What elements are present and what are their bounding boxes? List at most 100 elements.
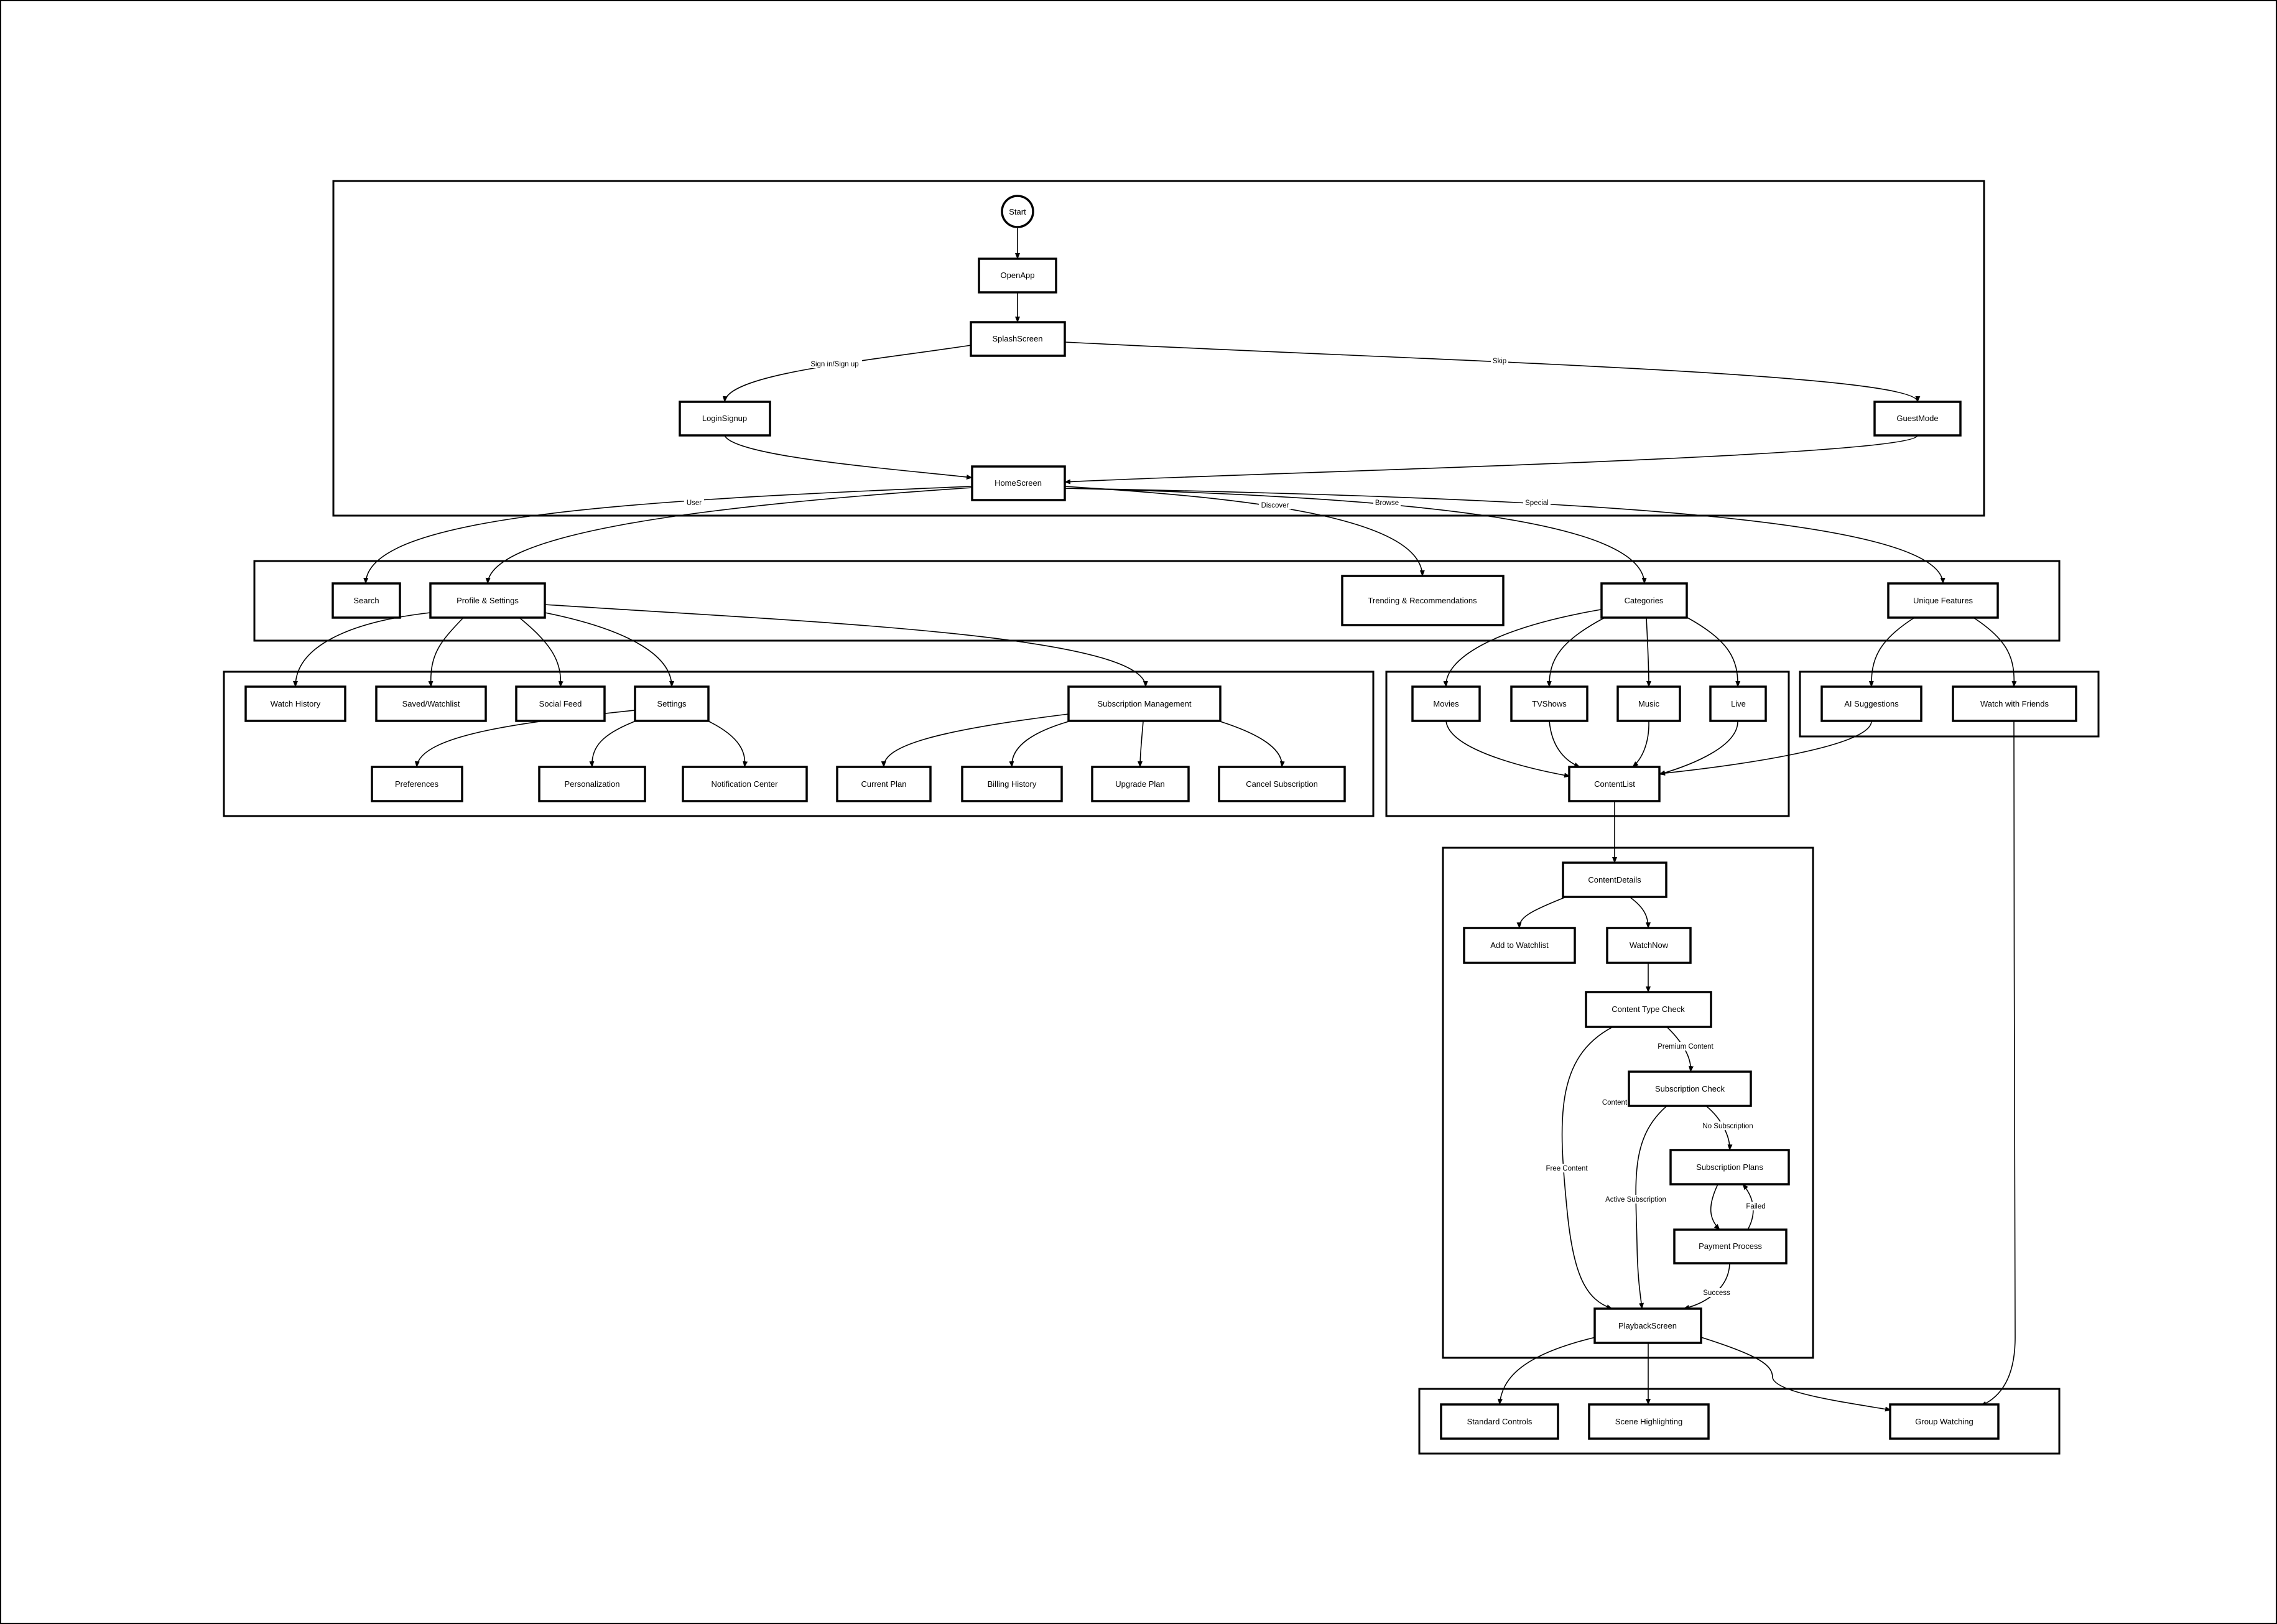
node-ai-suggestions[interactable]: AI Suggestions	[1820, 685, 1922, 722]
label-active-subscription: Active Subscription	[1605, 1196, 1666, 1204]
label-sign-in: Sign in/Sign up	[810, 361, 858, 368]
edge-subscription-cancel	[1220, 721, 1285, 768]
node-social-feed[interactable]: Social Feed	[515, 685, 606, 722]
edge-home-categories	[1064, 488, 1647, 584]
edge-guest-home	[1064, 435, 1918, 485]
node-billing-history[interactable]: Billing History	[961, 766, 1063, 802]
edge-subscription-currentplan	[881, 713, 1069, 768]
node-categories[interactable]: Categories	[1600, 582, 1688, 619]
node-current-plan[interactable]: Current Plan	[836, 766, 932, 802]
edge-typecheck-playback-free	[1561, 1026, 1613, 1309]
edge-settings-notification	[708, 721, 748, 768]
content-flow-group	[1442, 847, 1814, 1359]
node-personalization[interactable]: Personalization	[538, 766, 646, 802]
node-settings[interactable]: Settings	[634, 685, 710, 722]
label-premium-content: Premium Content	[1658, 1043, 1714, 1051]
node-start-label: Start	[1009, 207, 1026, 216]
profile-settings-group	[223, 670, 1375, 817]
node-tvshows[interactable]: TVShows	[1510, 685, 1588, 722]
node-upgrade-plan-label: Upgrade Plan	[1115, 779, 1165, 789]
node-content-list[interactable]: ContentList	[1568, 766, 1661, 802]
node-cancel-subscription[interactable]: Cancel Subscription	[1218, 766, 1346, 802]
node-subscription-plans[interactable]: Subscription Plans	[1669, 1149, 1790, 1186]
edge-typecheck-subscriptioncheck	[1666, 1026, 1694, 1072]
node-start[interactable]: Start	[1001, 195, 1034, 228]
edge-playback-standard	[1497, 1337, 1596, 1405]
node-music-label: Music	[1638, 699, 1659, 708]
node-cancel-subscription-label: Cancel Subscription	[1246, 779, 1318, 789]
edge-playback-group	[1700, 1337, 1891, 1412]
node-watch-history[interactable]: Watch History	[244, 685, 346, 722]
edge-plans-payment	[1710, 1184, 1720, 1230]
label-content: Content	[1602, 1099, 1628, 1107]
node-unique-features[interactable]: Unique Features	[1887, 582, 1999, 619]
node-subscription-check[interactable]: Subscription Check	[1628, 1070, 1752, 1107]
edges	[293, 228, 2017, 1412]
node-scene-highlighting[interactable]: Scene Highlighting	[1588, 1403, 1710, 1440]
node-watch-now[interactable]: WatchNow	[1606, 927, 1692, 964]
node-content-type-check[interactable]: Content Type Check	[1585, 991, 1712, 1028]
node-unique-features-label: Unique Features	[1913, 596, 1973, 605]
node-watch-with-friends-label: Watch with Friends	[1980, 699, 2049, 708]
edge-categories-music	[1646, 617, 1651, 687]
node-content-list-label: ContentList	[1594, 779, 1635, 789]
edge-tvshows-contentlist	[1549, 720, 1580, 768]
edge-unique-friends	[1973, 617, 2017, 687]
label-success: Success	[1703, 1289, 1730, 1297]
node-login-signup-label: LoginSignup	[702, 414, 747, 423]
node-watch-history-label: Watch History	[271, 699, 321, 708]
node-playback-screen[interactable]: PlaybackScreen	[1593, 1307, 1702, 1344]
node-content-type-check-label: Content Type Check	[1612, 1005, 1685, 1014]
node-preferences-label: Preferences	[395, 779, 439, 789]
cluster-groups	[223, 180, 2100, 1455]
node-add-to-watchlist-label: Add to Watchlist	[1490, 940, 1549, 950]
node-subscription-plans-label: Subscription Plans	[1696, 1162, 1763, 1172]
node-profile-settings[interactable]: Profile & Settings	[429, 582, 546, 619]
label-user: User	[687, 499, 702, 507]
node-live[interactable]: Live	[1709, 685, 1767, 722]
edge-details-watchnow	[1629, 896, 1651, 929]
node-movies[interactable]: Movies	[1411, 685, 1481, 722]
node-upgrade-plan[interactable]: Upgrade Plan	[1091, 766, 1190, 802]
edge-movies-contentlist	[1445, 720, 1570, 778]
label-special: Special	[1525, 499, 1549, 507]
node-splash-screen[interactable]: SplashScreen	[970, 321, 1066, 357]
node-subscription-management[interactable]: Subscription Management	[1067, 685, 1222, 722]
label-no-subscription: No Subscription	[1702, 1123, 1753, 1130]
edge-ai-contentlist	[1659, 720, 1872, 776]
node-home-screen-label: HomeScreen	[995, 478, 1042, 488]
node-watch-with-friends[interactable]: Watch with Friends	[1952, 685, 2077, 722]
node-login-signup[interactable]: LoginSignup	[679, 401, 771, 437]
node-music[interactable]: Music	[1616, 685, 1681, 722]
edge-unique-ai	[1868, 617, 1915, 687]
node-group-watching[interactable]: Group Watching	[1889, 1403, 2000, 1440]
node-notification-center[interactable]: Notification Center	[682, 766, 808, 802]
node-splash-screen-label: SplashScreen	[993, 334, 1043, 343]
edge-friends-group	[1980, 720, 2016, 1406]
node-search[interactable]: Search	[332, 582, 401, 619]
node-watch-now-label: WatchNow	[1630, 940, 1669, 950]
node-categories-label: Categories	[1625, 596, 1664, 605]
onboarding-group	[332, 180, 1985, 517]
node-preferences[interactable]: Preferences	[371, 766, 463, 802]
node-home-screen[interactable]: HomeScreen	[971, 465, 1066, 501]
node-content-details[interactable]: ContentDetails	[1562, 861, 1667, 898]
node-trending[interactable]: Trending & Recommendations	[1341, 575, 1505, 626]
node-payment-process[interactable]: Payment Process	[1673, 1228, 1788, 1264]
node-guest-mode[interactable]: GuestMode	[1873, 401, 1962, 437]
nodes: Start OpenApp SplashScreen LoginSignup G…	[244, 195, 2077, 1440]
edge-subscriptioncheck-playback	[1635, 1105, 1667, 1309]
edge-categories-live	[1687, 617, 1741, 687]
label-skip: Skip	[1493, 358, 1506, 365]
node-saved-watchlist[interactable]: Saved/Watchlist	[375, 685, 487, 722]
node-standard-controls[interactable]: Standard Controls	[1440, 1403, 1559, 1440]
edge-profile-social	[519, 617, 563, 687]
node-add-to-watchlist[interactable]: Add to Watchlist	[1463, 927, 1576, 964]
node-open-app[interactable]: OpenApp	[978, 258, 1057, 294]
node-guest-mode-label: GuestMode	[1896, 414, 1938, 423]
node-notification-center-label: Notification Center	[712, 779, 779, 789]
node-social-feed-label: Social Feed	[539, 699, 582, 708]
node-personalization-label: Personalization	[565, 779, 620, 789]
